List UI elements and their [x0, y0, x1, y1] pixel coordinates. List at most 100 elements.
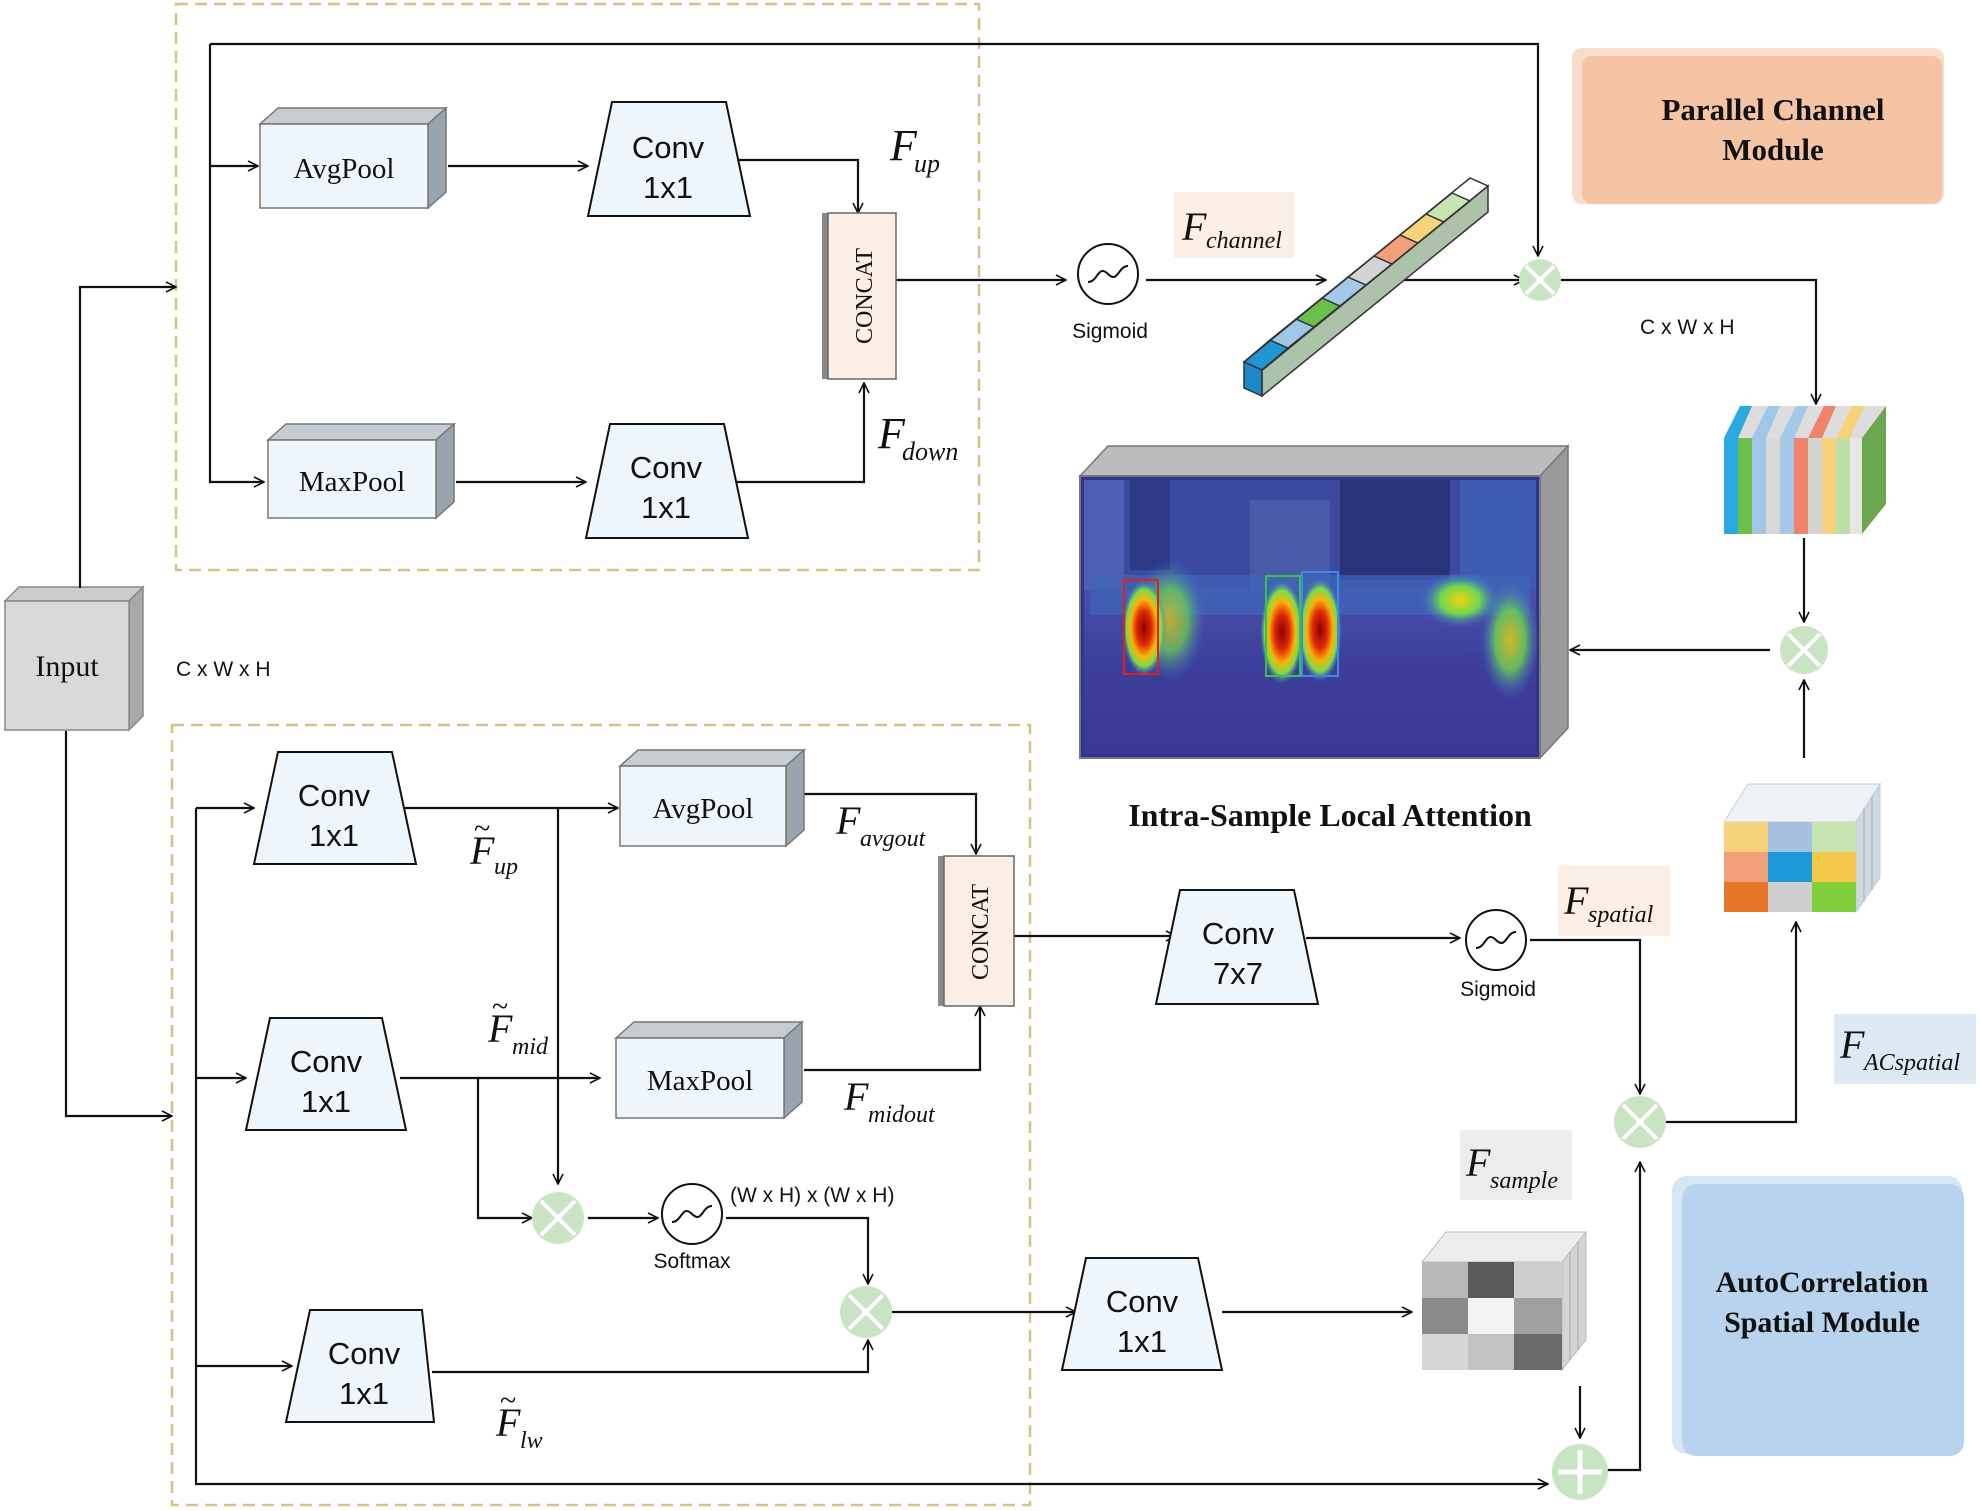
f-down-label: F down — [877, 409, 958, 466]
f-spatial-label: F spatial — [1558, 866, 1670, 936]
svg-text:down: down — [902, 437, 958, 466]
svg-text:1x1: 1x1 — [309, 818, 359, 853]
multiply-op-attention — [840, 1286, 892, 1338]
f-avgout-label: F avgout — [835, 798, 927, 852]
input-block: Input — [3, 585, 145, 732]
spatial-concat: CONCAT — [938, 855, 1015, 1007]
channel-conv-top: Conv 1x1 — [586, 101, 752, 217]
svg-text:~: ~ — [492, 990, 508, 1023]
svg-text:1x1: 1x1 — [1117, 1324, 1167, 1359]
svg-text:1x1: 1x1 — [339, 1376, 389, 1411]
channel-dims-label: C x W x H — [1640, 316, 1735, 339]
multiply-op-affinity — [532, 1192, 584, 1244]
svg-text:Conv: Conv — [632, 130, 705, 165]
spatial-concat-label: CONCAT — [968, 884, 994, 980]
channel-feature-cube — [1724, 406, 1886, 534]
spatial-conv-b: Conv 1x1 — [244, 1017, 408, 1131]
f-up-tilde-label: F ~ up — [469, 812, 518, 880]
channel-module-legend: Parallel Channel Module — [1572, 48, 1944, 204]
f-up-label: F up — [889, 121, 940, 178]
spatial-conv-7x7: Conv 7x7 — [1154, 889, 1320, 1005]
local-attention-title: Intra-Sample Local Attention — [1128, 797, 1532, 833]
spatial-maxpool-label: MaxPool — [647, 1065, 753, 1097]
svg-text:Conv: Conv — [1202, 916, 1275, 951]
channel-vector — [1242, 177, 1490, 398]
input-dims-label: C x W x H — [176, 658, 271, 681]
f-mid-tilde-label: F ~ mid — [487, 990, 549, 1060]
svg-text:avgout: avgout — [860, 826, 927, 852]
svg-text:1x1: 1x1 — [643, 170, 693, 205]
spatial-conv-c: Conv 1x1 — [284, 1309, 436, 1423]
spatial-conv-out: Conv 1x1 — [1060, 1257, 1224, 1371]
channel-module-legend-line2: Module — [1722, 132, 1824, 167]
channel-avgpool-label: AvgPool — [294, 153, 395, 185]
svg-text:F: F — [495, 1400, 521, 1445]
svg-text:channel: channel — [1206, 228, 1282, 254]
svg-text:1x1: 1x1 — [641, 490, 691, 525]
add-op-residual — [1552, 1444, 1608, 1500]
svg-text:F: F — [487, 1006, 513, 1051]
f-sample-label: F sample — [1460, 1130, 1572, 1200]
spatial-avgpool-block: AvgPool — [618, 748, 806, 848]
svg-text:1x1: 1x1 — [301, 1084, 351, 1119]
channel-sigmoid-label: Sigmoid — [1072, 320, 1148, 343]
channel-sigmoid: Sigmoid — [1072, 243, 1148, 343]
svg-text:F: F — [1181, 204, 1207, 249]
channel-module-legend-line1: Parallel Channel — [1661, 92, 1884, 127]
f-midout-label: F midout — [843, 1074, 936, 1128]
svg-text:Conv: Conv — [328, 1336, 401, 1371]
channel-concat-label: CONCAT — [852, 248, 878, 344]
softmax-label: Softmax — [653, 1250, 731, 1273]
input-label: Input — [35, 650, 99, 683]
channel-conv-bottom: Conv 1x1 — [584, 423, 750, 539]
spatial-module-legend-line1: AutoCorrelation — [1716, 1266, 1929, 1299]
svg-text:up: up — [914, 149, 940, 178]
svg-text:7x7: 7x7 — [1213, 956, 1263, 991]
spatial-feature-cube — [1723, 782, 1881, 914]
spatial-branch-border — [170, 723, 1032, 1507]
multiply-op-channel — [1519, 259, 1561, 301]
spatial-sigmoid: Sigmoid — [1460, 909, 1536, 1001]
local-attention-image — [1078, 444, 1570, 760]
svg-text:sample: sample — [1490, 1168, 1558, 1194]
spatial-module-legend: AutoCorrelation Spatial Module — [1672, 1176, 1964, 1456]
svg-text:ACspatial: ACspatial — [1862, 1050, 1960, 1076]
svg-text:F: F — [1563, 878, 1589, 923]
f-acspatial-label: F ACspatial — [1834, 1014, 1976, 1084]
spatial-maxpool-block: MaxPool — [614, 1020, 804, 1120]
svg-text:F: F — [1465, 1140, 1491, 1185]
spatial-module-legend-line2: Spatial Module — [1724, 1306, 1920, 1339]
attention-dims-label: (W x H) x (W x H) — [730, 1184, 894, 1207]
channel-maxpool-label: MaxPool — [299, 466, 405, 498]
spatial-sigmoid-label: Sigmoid — [1460, 978, 1536, 1001]
svg-text:F: F — [877, 409, 906, 458]
channel-avgpool-block: AvgPool — [258, 106, 448, 210]
svg-text:~: ~ — [474, 812, 490, 845]
channel-maxpool-block: MaxPool — [266, 422, 456, 520]
svg-text:mid: mid — [512, 1034, 549, 1060]
multiply-op-combine — [1780, 626, 1828, 674]
svg-text:spatial: spatial — [1588, 902, 1654, 928]
svg-text:~: ~ — [500, 1384, 516, 1417]
spatial-conv-a: Conv 1x1 — [252, 751, 418, 865]
svg-text:Conv: Conv — [1106, 1284, 1179, 1319]
multiply-op-spatial — [1614, 1096, 1666, 1148]
svg-text:up: up — [494, 854, 518, 880]
svg-text:Conv: Conv — [630, 450, 703, 485]
f-channel-label: F channel — [1174, 192, 1294, 258]
svg-text:F: F — [889, 121, 918, 170]
sample-feature-cube — [1420, 1230, 1588, 1372]
svg-text:F: F — [469, 828, 495, 873]
svg-text:lw: lw — [520, 1428, 543, 1454]
f-lw-tilde-label: F ~ lw — [495, 1384, 543, 1454]
softmax-op: Softmax — [653, 1183, 731, 1273]
svg-text:midout: midout — [868, 1102, 936, 1128]
channel-wires — [78, 42, 1816, 650]
svg-text:F: F — [843, 1074, 869, 1119]
spatial-wires — [64, 680, 1804, 1484]
channel-concat: CONCAT — [822, 212, 897, 380]
spatial-avgpool-label: AvgPool — [653, 793, 754, 825]
svg-text:F: F — [835, 798, 861, 843]
svg-text:F: F — [1839, 1022, 1865, 1067]
svg-text:Conv: Conv — [290, 1044, 363, 1079]
